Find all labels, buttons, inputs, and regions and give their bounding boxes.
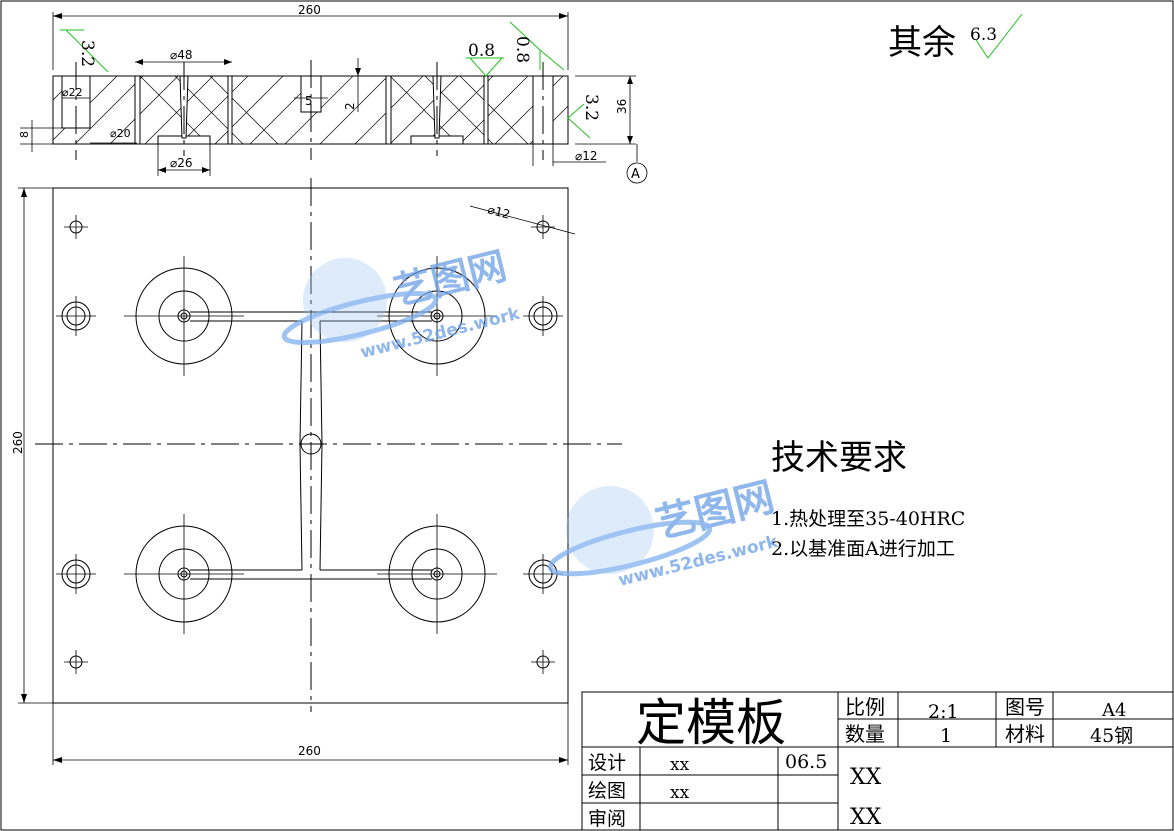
qty-value: 1 [940, 725, 952, 747]
tech-req-item-1: 1.热处理至35-40HRC [771, 508, 965, 530]
watermark-1: 艺图网 www.52des.work [281, 243, 523, 363]
draw-value: xx [670, 783, 690, 803]
roughness-symbols: 3.2 0.8 0.8 3.2 其余 6.3 [60, 13, 1023, 139]
tech-req-item-2: 2.以基准面A进行加工 [771, 538, 955, 560]
cavity-top-left [124, 256, 244, 376]
drawing-no-label: 图号 [1005, 695, 1045, 719]
dim-phi12-plan: ⌀12 [486, 202, 511, 221]
section-view [52, 60, 569, 160]
dim-phi20: ⌀20 [110, 127, 131, 140]
right-top-text: XX [850, 765, 882, 790]
guide-holes [56, 296, 563, 594]
dim-260-left: 260 [11, 431, 25, 454]
dim-36: 36 [615, 99, 629, 114]
scale-label: 比例 [845, 695, 885, 719]
part-name: 定模板 [636, 694, 786, 752]
datum-a-symbol [626, 162, 648, 184]
watermark-globe-icon [303, 258, 387, 342]
roughness-rest-label: 其余 [888, 23, 956, 63]
dim-8: 8 [18, 131, 31, 138]
date-value: 06.5 [785, 751, 827, 773]
dim-phi12-side: ⌀12 [575, 149, 598, 163]
design-value: xx [670, 755, 690, 775]
dim-slot-5: 5 [305, 94, 313, 108]
sprue-circle [300, 433, 322, 455]
runner-system [190, 311, 432, 580]
cavity-bottom-right [377, 514, 497, 634]
roughness-rest-value: 6.3 [970, 25, 997, 45]
roughness-3-2-left: 3.2 [77, 40, 97, 67]
technical-requirements: 技术要求 1.热处理至35-40HRC 2.以基准面A进行加工 [771, 438, 965, 560]
material-label: 材料 [1005, 722, 1045, 746]
title-block: 定模板 比例 2:1 图号 A4 数量 1 材料 45钢 设计 xx 06.5 … [581, 691, 1174, 831]
datum-a-label: A [631, 167, 640, 182]
watermark-2: 艺图网 www.52des.work [547, 474, 781, 591]
roughness-3-2-right: 3.2 [581, 94, 601, 121]
material-value: 45钢 [1090, 725, 1133, 747]
scale-value: 2:1 [928, 701, 959, 723]
roughness-0-8-a: 0.8 [468, 41, 495, 61]
tech-req-heading: 技术要求 [771, 438, 907, 478]
roughness-0-8-b: 0.8 [512, 36, 532, 63]
review-label: 审阅 [588, 808, 626, 830]
watermark-globe-icon [566, 486, 654, 574]
cavity-top-right [377, 256, 497, 376]
dim-260-top: 260 [298, 3, 321, 17]
dim-260-bottom: 260 [298, 744, 321, 758]
dim-slot-2: 2 [343, 102, 357, 110]
watermark-name: 艺图网 [390, 243, 511, 313]
right-bottom-text: XX [850, 805, 882, 830]
qty-label: 数量 [845, 722, 885, 746]
dim-phi22: ⌀22 [62, 86, 83, 99]
plan-view: ⌀12 260 260 [11, 178, 622, 765]
dim-phi48: ⌀48 [170, 48, 193, 62]
section-dimensions: 260 ⌀48 ⌀22 ⌀20 ⌀26 ⌀12 5 2 36 8 A [18, 3, 648, 184]
draw-label: 绘图 [588, 780, 626, 802]
dim-phi26: ⌀26 [170, 156, 193, 170]
drawing-no-value: A4 [1101, 700, 1126, 721]
cavity-bottom-left [124, 514, 244, 634]
design-label: 设计 [588, 752, 626, 774]
screw-holes [64, 215, 555, 674]
